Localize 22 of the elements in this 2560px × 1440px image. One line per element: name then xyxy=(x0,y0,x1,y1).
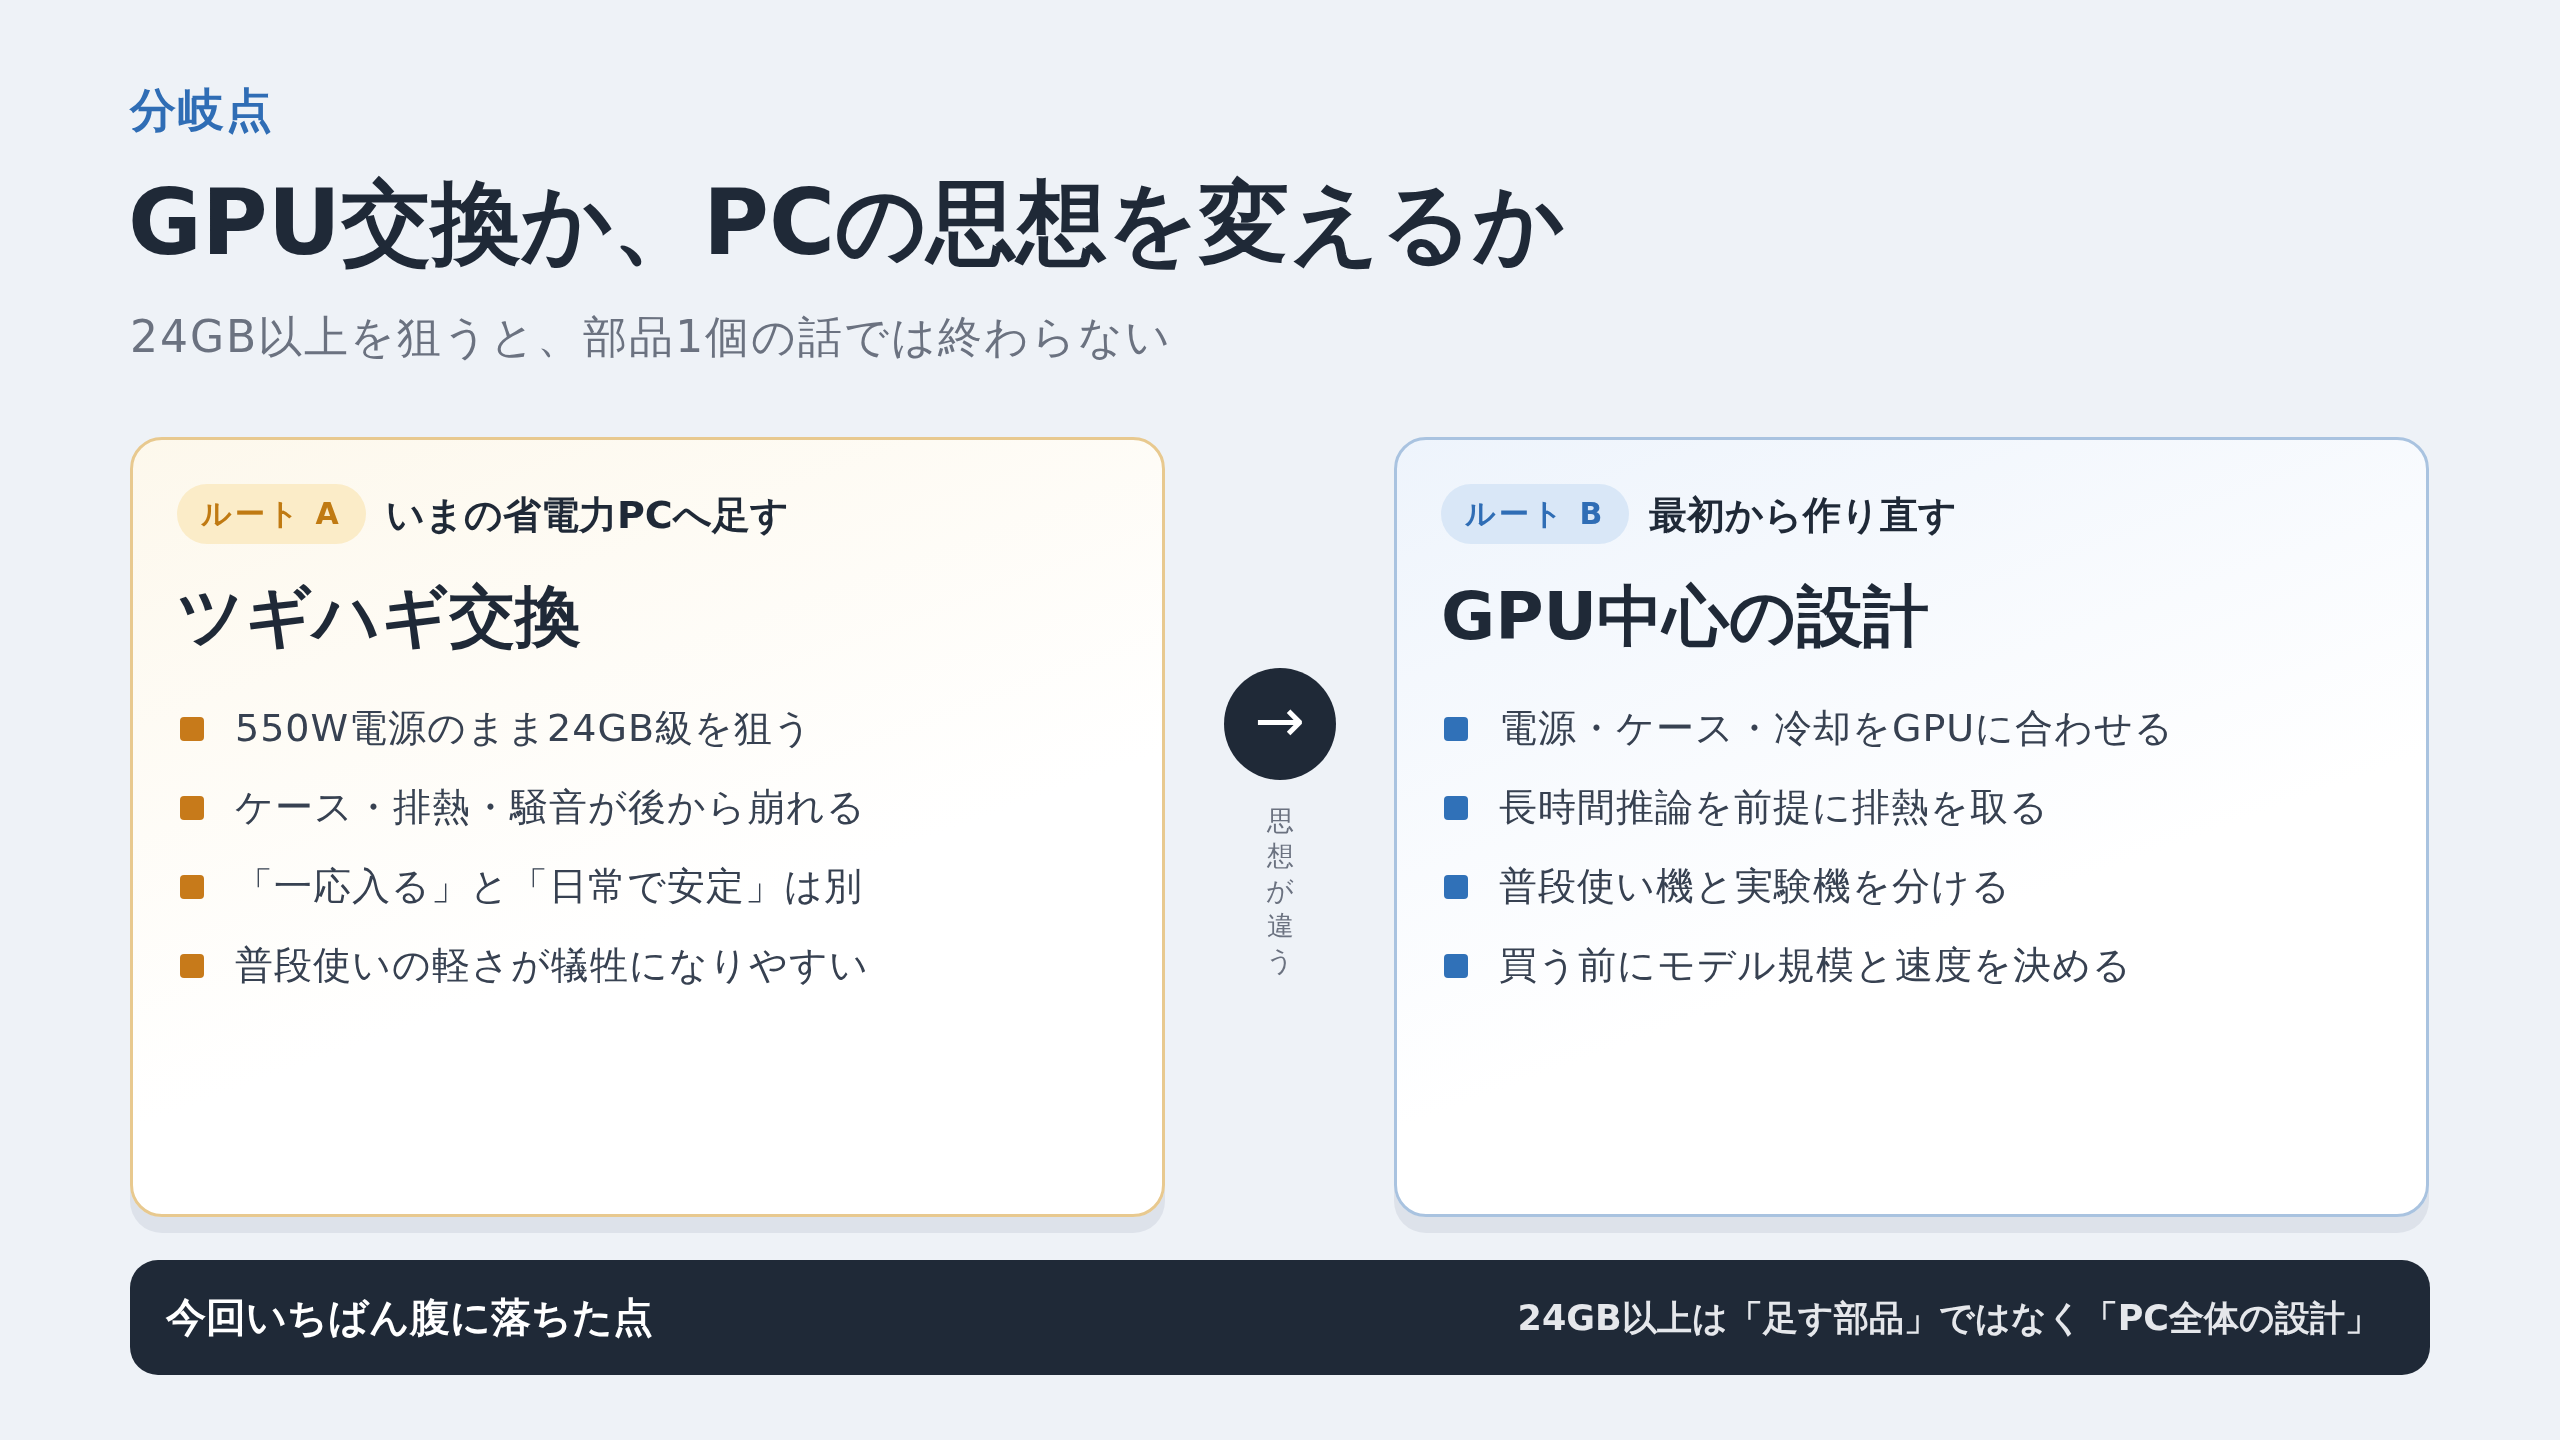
card-subheading: 最初から作り直す xyxy=(1649,492,1957,539)
section-label: 分岐点 xyxy=(130,82,274,139)
list-item-text: ケース・排熱・騒音が後から崩れる xyxy=(235,784,866,831)
title: GPU交換か、PCの思想を変えるか xyxy=(128,169,1565,277)
arrow-circle: → xyxy=(1224,668,1336,780)
summary-bar xyxy=(130,1260,2430,1375)
list-item-text: 550W電源のまま24GB級を狙う xyxy=(235,705,813,752)
summary-text: 24GB以上は「足す部品」ではなく「PC全体の設計」 xyxy=(1517,1297,2380,1340)
card-heading: ツギハギ交換 xyxy=(177,577,581,657)
subtitle: 24GB以上を狙うと、部品1個の話では終わらない xyxy=(130,310,1173,364)
list-item-text: 電源・ケース・冷却をGPUに合わせる xyxy=(1499,705,2175,752)
vertical-caption: 思想が違う xyxy=(1265,804,1295,978)
route-tag: ルート A xyxy=(177,484,366,544)
card-subheading: いまの省電力PCへ足す xyxy=(386,492,789,539)
card-heading: GPU中心の設計 xyxy=(1441,577,1930,657)
list-item-text: 買う前にモデル規模と速度を決める xyxy=(1499,942,2132,989)
route-tag: ルート B xyxy=(1441,484,1630,544)
list-item-text: 普段使い機と実験機を分ける xyxy=(1499,863,2011,910)
list-item-text: 長時間推論を前提に排熱を取る xyxy=(1499,784,2049,831)
list-item-text: 「一応入る」と「日常で安定」は別 xyxy=(235,863,863,910)
list-item-text: 普段使いの軽さが犠牲になりやすい xyxy=(235,942,869,989)
summary-heading: 今回いちばん腹に落ちた点 xyxy=(166,1293,653,1342)
